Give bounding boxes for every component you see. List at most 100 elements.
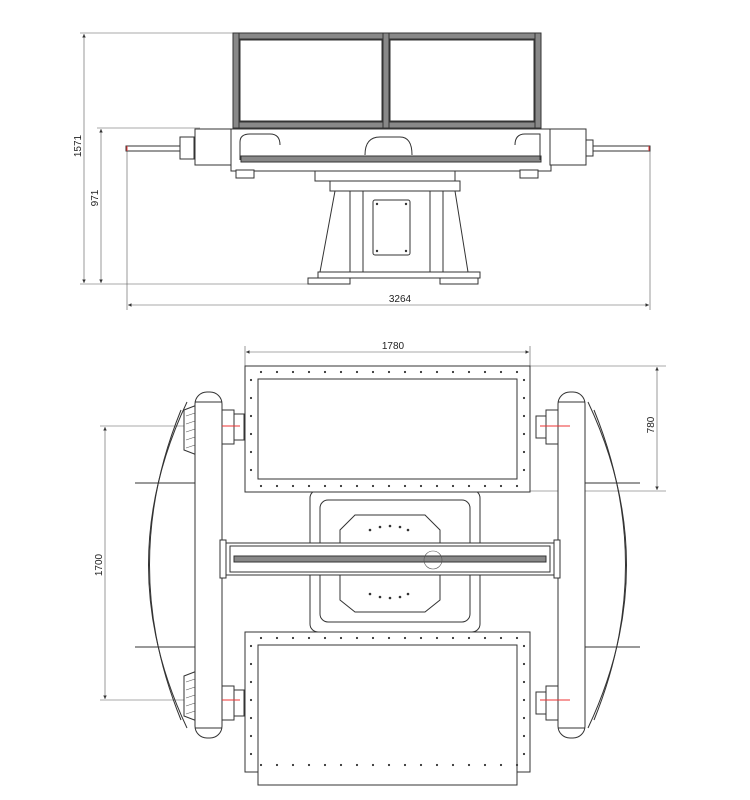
bolt-hole [522,468,526,472]
bolt-hole [467,484,471,488]
bolt-hole [339,370,343,374]
bolt-hole [435,636,439,640]
bolt-hole [275,484,279,488]
louver-vents [183,404,198,722]
bolt-hole [522,734,526,738]
bolt-hole [323,763,327,767]
bolt-hole [249,698,253,702]
plan-view: 1780 780 1700 [94,341,666,786]
bolt-hole [419,370,423,374]
dimension-label-frame-length: 1780 [382,341,405,352]
bolt-hole [249,662,253,666]
bolt-hole [259,763,263,767]
bolt-hole [483,636,487,640]
pedestal-elevation [307,170,481,285]
bolt-hole [323,484,327,488]
bolt-hole [249,450,253,454]
fixture-frame-bottom [244,631,531,786]
bolt-hole [522,644,526,648]
bolt-hole [522,396,526,400]
bolt-hole [451,636,455,640]
bolt-hole [499,636,503,640]
dimension-label-frame-width: 780 [646,416,657,433]
bolt-hole [307,370,311,374]
bolt-hole [355,763,359,767]
bolt-hole [259,484,263,488]
bolt-hole [259,370,263,374]
bolt-hole [419,484,423,488]
dimension-1780: 1780 [244,341,531,366]
bolt-hole [451,763,455,767]
bolt-hole [467,763,471,767]
bolt-hole [249,432,253,436]
dimension-label-total-height: 1571 [73,134,84,157]
bolt-hole [387,370,391,374]
bolt-hole [249,752,253,756]
bolt-hole [275,370,279,374]
bolt-hole [355,370,359,374]
bolt-hole [499,763,503,767]
dimension-label-axis-spacing: 1700 [94,553,105,576]
bolt-hole [339,763,343,767]
bolt-hole [387,636,391,640]
rotating-beam-elevation [194,128,587,179]
bolt-hole [435,763,439,767]
bolt-hole [371,370,375,374]
side-support-bars [194,391,586,739]
bolt-hole [435,484,439,488]
bolt-hole [355,484,359,488]
bolt-hole [291,370,295,374]
bolt-hole [522,450,526,454]
bolt-hole [339,636,343,640]
dimension-label-total-length: 3264 [389,294,412,305]
bolt-hole [275,763,279,767]
cross-beam-plan [219,539,561,579]
bolt-hole [387,763,391,767]
bolt-hole [483,370,487,374]
dimension-3264: 3264 [126,150,651,310]
bolt-hole [499,484,503,488]
bolt-hole [522,662,526,666]
bolt-hole [371,636,375,640]
bolt-hole [522,414,526,418]
bolt-hole [323,370,327,374]
bolt-hole [515,763,519,767]
bolt-hole [467,370,471,374]
bolt-hole [307,763,311,767]
bolt-hole [435,370,439,374]
bolt-hole [522,752,526,756]
bolt-hole [515,484,519,488]
bolt-hole [451,370,455,374]
fixture-frame-top [244,365,531,493]
bolt-hole [451,484,455,488]
bolt-hole [307,636,311,640]
bolt-hole [522,680,526,684]
bolt-hole [249,716,253,720]
bolt-hole [483,484,487,488]
bolt-hole [249,734,253,738]
bolt-hole [259,636,263,640]
bolt-hole [249,468,253,472]
drive-units [221,409,570,721]
bolt-hole [515,636,519,640]
dimension-label-axis-height: 971 [90,189,101,206]
bolt-hole [403,484,407,488]
frame-bolt-holes [249,370,526,767]
bolt-hole [403,370,407,374]
bolt-hole [403,763,407,767]
bolt-hole [522,698,526,702]
bolt-hole [275,636,279,640]
bolt-hole [355,636,359,640]
bolt-hole [499,370,503,374]
bolt-hole [291,484,295,488]
dimension-1571: 1571 [73,32,310,285]
bolt-hole [249,680,253,684]
bolt-hole [522,432,526,436]
bolt-hole [522,378,526,382]
bolt-hole [339,484,343,488]
bolt-hole [323,636,327,640]
bolt-hole [249,414,253,418]
bolt-hole [249,378,253,382]
safety-guard-arcs [135,401,640,729]
